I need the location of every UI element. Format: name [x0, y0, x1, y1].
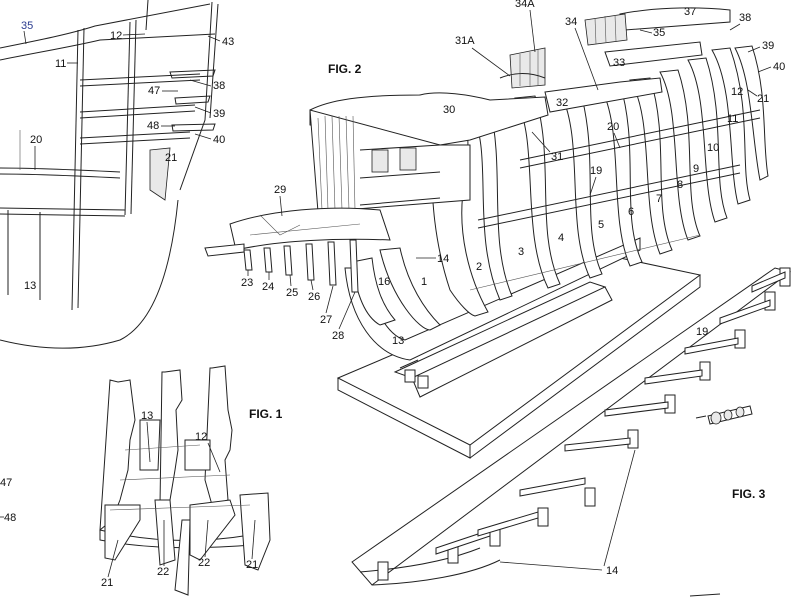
label-13: 13 [141, 410, 153, 422]
label-12: 12 [195, 431, 207, 443]
label-13: 13 [392, 335, 404, 347]
frame-arms [435, 271, 786, 555]
fig2-title: FIG. 2 [328, 62, 362, 76]
label-11: 11 [55, 58, 66, 70]
label-31: 31 [551, 151, 563, 163]
label-34a: 34A [515, 0, 535, 10]
label-23: 23 [241, 277, 253, 289]
label-12: 12 [731, 86, 743, 98]
label-37: 37 [684, 6, 696, 18]
label-4: 4 [558, 232, 564, 244]
label-40: 40 [213, 134, 225, 146]
label-20: 20 [607, 121, 619, 133]
label-22a: 22 [157, 566, 169, 578]
fig1-labels: FIG. 1 13 12 21 22 22 21 [101, 407, 283, 589]
fig3-labels: FIG. 3 19 14 [499, 326, 766, 577]
label-3: 3 [518, 246, 524, 258]
label-21a: 21 [101, 577, 113, 589]
label-40: 40 [773, 61, 785, 73]
label-24: 24 [262, 281, 274, 293]
label-21b: 21 [246, 559, 258, 571]
fig1-title: FIG. 1 [249, 407, 283, 421]
label-35: 35 [653, 27, 665, 39]
label-33: 33 [613, 57, 625, 69]
label-14: 14 [437, 253, 449, 265]
label-6: 6 [628, 206, 634, 218]
tag-35: 35 [21, 20, 33, 32]
label-38: 38 [213, 80, 225, 92]
keel-parts-drawing [99, 365, 271, 596]
label-7: 7 [656, 193, 662, 205]
edge-label-48: 48 [4, 512, 16, 524]
hull-assembly-drawing [204, 7, 769, 459]
label-25: 25 [286, 287, 298, 299]
label-27: 27 [320, 314, 332, 326]
label-19: 19 [696, 326, 708, 338]
label-28: 28 [332, 330, 344, 342]
left-edge-labels: 47 48 [0, 477, 16, 524]
edge-label-47: 47 [0, 477, 12, 489]
label-13: 13 [24, 280, 36, 292]
label-11: 11 [727, 113, 738, 125]
label-21: 21 [165, 152, 177, 164]
label-43: 43 [222, 36, 234, 48]
fig3-title: FIG. 3 [732, 487, 766, 501]
carronade-detail [695, 405, 753, 425]
label-34: 34 [565, 16, 577, 28]
top-left-labels: 35 12 43 11 38 47 39 48 40 20 21 13 [21, 20, 234, 292]
label-39: 39 [213, 108, 225, 120]
label-47: 47 [148, 85, 160, 97]
label-39: 39 [762, 40, 774, 52]
label-12: 12 [110, 30, 122, 42]
label-26: 26 [308, 291, 320, 303]
label-21: 21 [757, 93, 769, 105]
label-48: 48 [147, 120, 159, 132]
label-8: 8 [677, 179, 683, 191]
label-22b: 22 [198, 557, 210, 569]
label-2: 2 [476, 261, 482, 273]
label-1: 1 [421, 276, 427, 288]
label-14: 14 [606, 565, 618, 577]
frame-jig-drawing [351, 267, 792, 597]
label-38: 38 [739, 12, 751, 24]
stern-detail-drawing [0, 0, 219, 349]
label-29: 29 [274, 184, 286, 196]
label-9: 9 [693, 163, 699, 175]
label-5: 5 [598, 219, 604, 231]
label-30: 30 [443, 104, 455, 116]
fig2-labels: FIG. 2 34A 31A 34 33 35 37 38 39 40 12 2… [241, 0, 785, 347]
label-10: 10 [707, 142, 719, 154]
label-19: 19 [590, 165, 602, 177]
label-16: 16 [378, 276, 390, 288]
label-31a: 31A [455, 35, 475, 47]
label-20: 20 [30, 134, 42, 146]
label-32: 32 [556, 97, 568, 109]
